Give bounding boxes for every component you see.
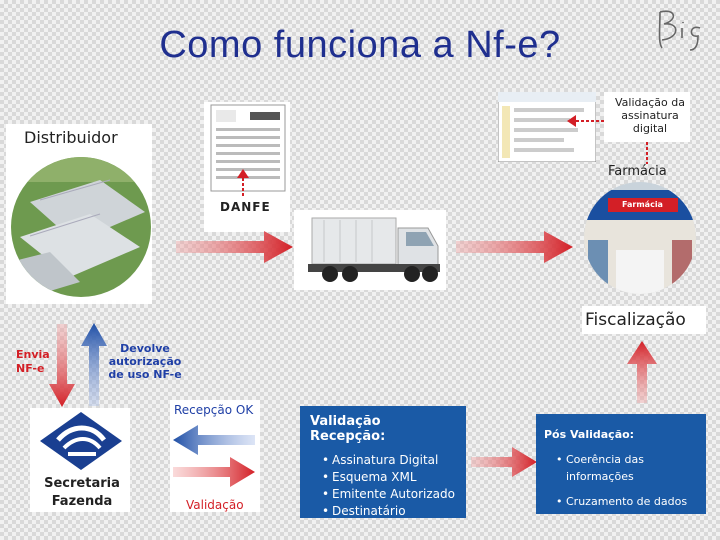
arrow-devolve-up [81, 323, 107, 406]
danfe-document-icon [210, 104, 286, 192]
pos-validacao-title: Pós Validação: [544, 428, 635, 441]
envia-label: Envia NF-e [16, 348, 50, 375]
pos-validacao-item: Coerência das informações [556, 451, 698, 485]
arrow-to-website [567, 115, 604, 127]
validacao-recepcao-item: Esquema XML [322, 469, 456, 486]
pharmacy-photo [584, 182, 696, 294]
arrow-to-truck [176, 231, 293, 263]
recepcao-ok-label: Recepção OK [174, 403, 254, 417]
arrow-validacao-right [173, 457, 255, 487]
validacao-recepcao-title: Validação Recepção: [310, 414, 386, 444]
validacao-recepcao-item: Destinatário [322, 503, 456, 520]
website-screenshot [498, 92, 596, 162]
secretaria-line2: Fazenda [51, 494, 113, 509]
distribuidor-label: Distribuidor [24, 128, 118, 147]
fiscalizacao-panel [582, 306, 706, 334]
pharmacy-sign-text: Farmácia [622, 200, 663, 209]
arrow-up-to-fiscalizacao [627, 341, 657, 403]
arrow-to-pos-validacao [471, 447, 537, 477]
pos-validacao-item: Cruzamento de dados [556, 493, 698, 510]
warehouse-photo [11, 157, 151, 297]
validacao-recepcao-item: Emitente Autorizado [322, 486, 456, 503]
validacao-assinatura-panel [604, 92, 690, 142]
secretaria-line1: Secretaria [44, 476, 120, 491]
arrow-up-to-danfe [237, 169, 249, 196]
validacao-recepcao-item: Assinatura Digital [322, 452, 456, 469]
devolve-label: Devolve autorização de uso NF-e [108, 342, 182, 381]
fiscalizacao-label: Fiscalização [585, 310, 686, 330]
big-logo [658, 10, 701, 51]
arrow-recepcao-left [173, 425, 255, 455]
validacao-recepcao-box: Validação Recepção: Assinatura Digital E… [300, 406, 466, 520]
validacao-assinatura-label: Validação da assinatura digital [615, 96, 685, 135]
farmacia-label: Farmácia [608, 164, 667, 179]
danfe-label: DANFE [220, 200, 271, 214]
validacao-label: Validação [186, 498, 244, 512]
arrow-envia-down [49, 324, 75, 407]
pos-validacao-box: Pós Validação: Coerência das informações… [536, 414, 706, 514]
page-title: Como funciona a Nf-e? [159, 24, 561, 66]
receita-federal-logo [40, 412, 122, 470]
recepcao-panel [170, 400, 260, 512]
truck-icon [308, 217, 440, 282]
arrow-to-farmacia [456, 231, 573, 263]
arrow-farmacia-up [646, 142, 648, 164]
